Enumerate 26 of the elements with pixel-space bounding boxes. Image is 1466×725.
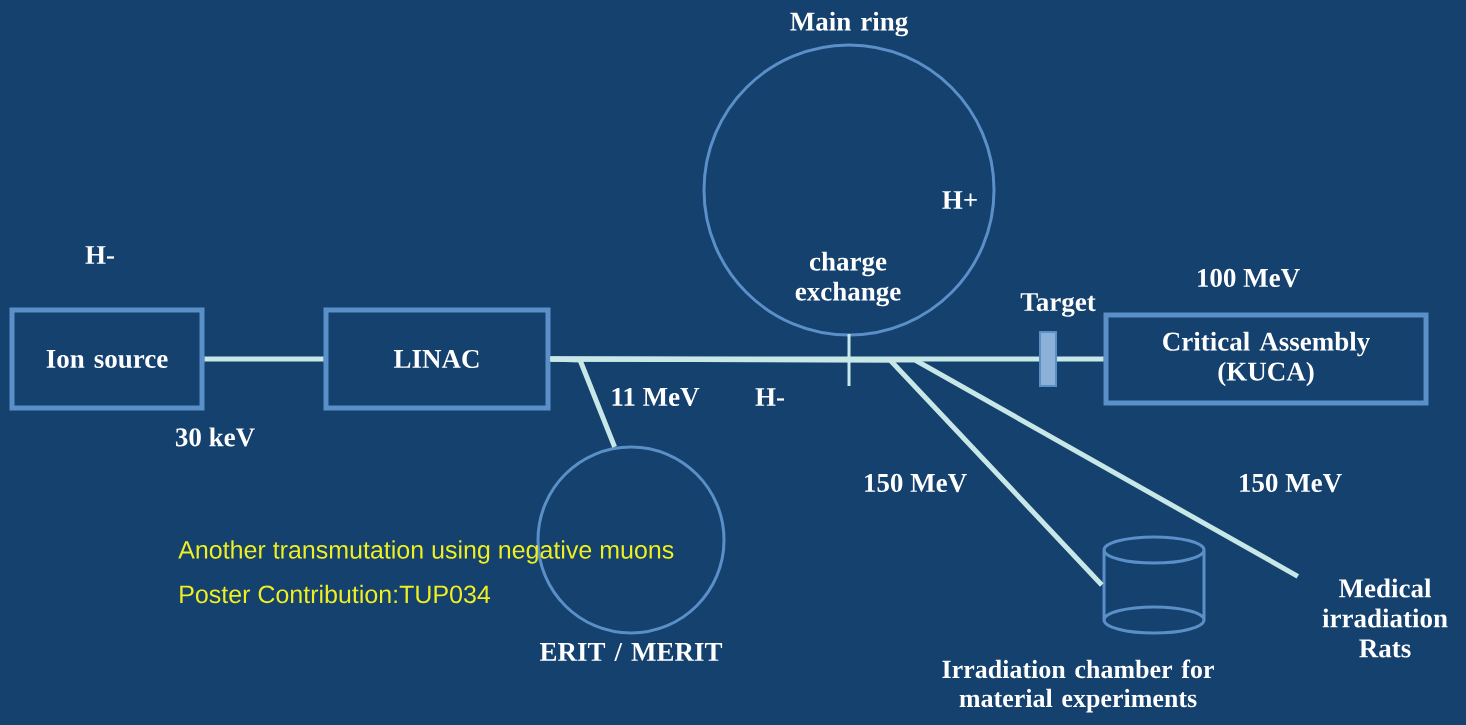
- node-label: ERIT / MERIT: [539, 643, 723, 662]
- process-box: Ion source: [9, 307, 205, 411]
- beam-label: charge exchange: [795, 251, 901, 307]
- process-box: LINAC: [323, 307, 551, 411]
- ring-circle: [702, 43, 996, 337]
- beam-label: H-: [85, 246, 114, 264]
- note-text: Poster Contribution:TUP034: [180, 584, 491, 604]
- process-box: Critical Assembly (KUCA): [1103, 312, 1429, 406]
- beam-label: H-: [755, 388, 784, 406]
- node-label: Main ring: [790, 11, 908, 37]
- beam-label: 30 keV: [175, 427, 255, 447]
- beam-line: [550, 356, 1104, 587]
- beam-label: 11 MeV: [612, 387, 700, 407]
- node-text: Medical irradiation Rats: [1322, 578, 1448, 658]
- note-text: Another transmutation using negative muons: [178, 540, 674, 564]
- beam-label: H+: [942, 191, 977, 209]
- target-bar: [1039, 331, 1057, 387]
- beam-label: 100 MeV: [1198, 268, 1300, 288]
- beam-label: 150 MeV: [865, 473, 967, 493]
- beam-line: [1057, 356, 1104, 362]
- beam-label: 150 MeV: [1240, 473, 1342, 493]
- node-label: Target: [1020, 293, 1096, 317]
- chamber-cylinder: [1102, 535, 1206, 635]
- node-label: Irradiation chamber for material experiments: [942, 659, 1214, 713]
- beam-line: [550, 356, 1300, 579]
- beam-line: [204, 356, 324, 362]
